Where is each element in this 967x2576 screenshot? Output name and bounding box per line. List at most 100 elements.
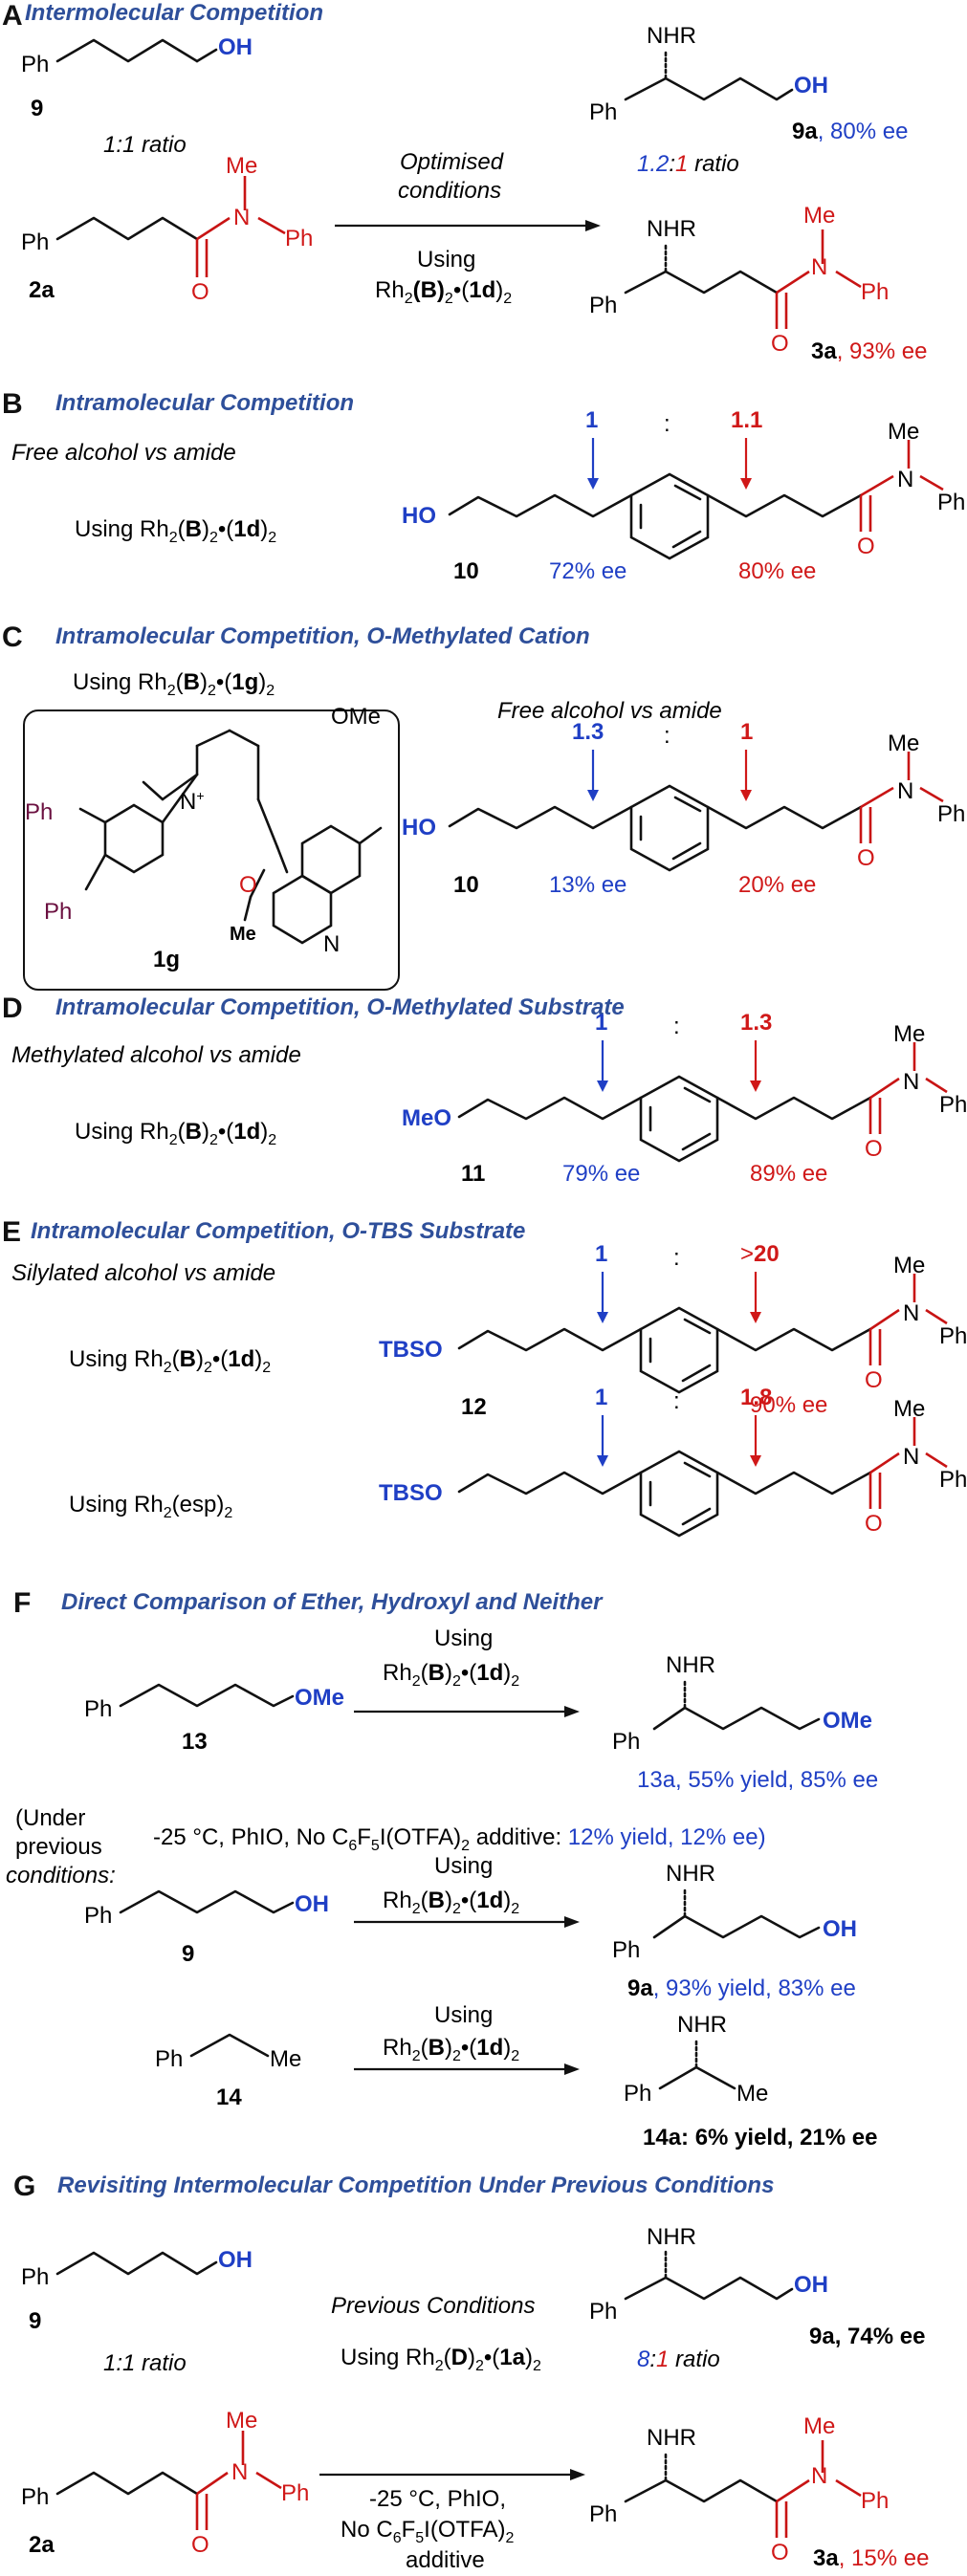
panel-d-catalyst: Using Rh2(B)2•(1d)2 <box>75 1119 277 1148</box>
g-9a-nhr: NHR <box>647 2224 696 2250</box>
panel-e-letter: E <box>2 1216 22 1248</box>
reactant-2a-o: O <box>191 279 209 305</box>
reactant-2a-n: N <box>233 205 251 230</box>
product-3a-ph: Ph <box>589 293 618 318</box>
compound-13-label: 13 <box>182 1729 208 1755</box>
catalyst-1g-box <box>23 709 400 991</box>
amide-o-e2: O <box>865 1511 883 1537</box>
g-9-oh: OH <box>218 2247 253 2273</box>
amide-n-c: N <box>897 778 914 804</box>
f-13a-ome: OMe <box>823 1708 873 1734</box>
selectivity-left-c: 1.3 <box>572 719 604 745</box>
g-9a-result: 9a, 74% ee <box>809 2324 926 2349</box>
selectivity-sep-d: : <box>673 1014 680 1039</box>
compound-2a-label: 2a <box>29 277 55 303</box>
g-9a-oh: OH <box>794 2272 828 2298</box>
g-product-ratio: 8:1 ratio <box>637 2347 720 2372</box>
product-9a-oh: OH <box>794 73 828 98</box>
panel-b-catalyst: Using Rh2(B)2•(1d)2 <box>75 516 277 546</box>
f-compound-9-label: 9 <box>182 1941 195 1967</box>
panel-g-letter: G <box>13 2171 36 2202</box>
substrate-12-skeleton <box>457 1272 948 1538</box>
selectivity-right-e2: 1.8 <box>740 1385 773 1410</box>
amide-n-e2: N <box>903 1444 920 1470</box>
panel-f-title: Direct Comparison of Ether, Hydroxyl and… <box>61 1589 603 1615</box>
ee-left: 72% ee <box>549 558 627 584</box>
panel-d-title: Intramolecular Competition, O-Methylated… <box>55 994 625 1020</box>
g-2a-o: O <box>191 2532 209 2558</box>
amide-n-d: N <box>903 1069 920 1095</box>
amide-me: Me <box>888 419 920 445</box>
f-13a-ph: Ph <box>612 1729 641 1755</box>
substrate-11-meo: MeO <box>402 1105 452 1131</box>
panel-f-skeletons <box>119 1677 821 2090</box>
f-using-3: Using <box>434 2002 494 2028</box>
f-catalyst-3: Rh2(B)2•(1d)2 <box>383 2035 520 2064</box>
selectivity-right-e1: >20 <box>740 1241 780 1267</box>
catalyst-ph-bottom: Ph <box>44 899 73 925</box>
selectivity-left-d: 1 <box>595 1010 608 1036</box>
g-cond-line2: -25 °C, PhIO, <box>369 2486 506 2512</box>
amide-ph-e1: Ph <box>939 1323 967 1349</box>
ee-right-c: 20% ee <box>738 872 817 898</box>
ee-right-d: 89% ee <box>750 1161 828 1187</box>
selectivity-sep-e1: : <box>673 1245 680 1271</box>
substrate-10-ho: HO <box>402 503 436 529</box>
panel-b-letter: B <box>2 388 23 420</box>
ee-left-d: 79% ee <box>562 1161 641 1187</box>
reactant-9-ph: Ph <box>21 52 50 77</box>
ee-left-c: 13% ee <box>549 872 627 898</box>
amide-ph-c: Ph <box>937 801 966 827</box>
f-prev-2: previous <box>15 1834 102 1860</box>
f-prev-3: conditions: <box>6 1863 116 1888</box>
reactant-2a-me: Me <box>226 153 258 179</box>
ratio-left: 1:1 ratio <box>103 132 187 158</box>
amide-o-d: O <box>865 1136 883 1162</box>
amide-n: N <box>897 467 914 492</box>
g-3a-ph: Ph <box>589 2501 618 2527</box>
g-3a-o: O <box>771 2540 789 2565</box>
f-9a-ph: Ph <box>612 1937 641 1963</box>
g-2a-ph-n: Ph <box>281 2480 310 2506</box>
panel-b-subtitle: Free alcohol vs amide <box>11 440 236 466</box>
reactant-9-oh: OH <box>218 34 253 60</box>
g-3a-me: Me <box>803 2413 836 2439</box>
amide-me-d: Me <box>893 1021 926 1047</box>
catalyst-ome: OMe <box>331 704 382 730</box>
f-9-oh: OH <box>295 1891 329 1917</box>
selectivity-left: 1 <box>585 407 599 433</box>
f-prev-1: (Under <box>15 1805 86 1831</box>
g-ratio-left: 1:1 ratio <box>103 2350 187 2376</box>
catalyst-o: O <box>239 872 257 898</box>
compound-14-label: 14 <box>216 2085 242 2110</box>
g-catalyst: Using Rh2(D)2•(1a)2 <box>341 2345 541 2374</box>
selectivity-right: 1.1 <box>731 407 763 433</box>
amide-o: O <box>857 534 875 559</box>
compound-10-label: 10 <box>453 558 479 584</box>
f-9a-nhr: NHR <box>666 1861 715 1887</box>
g-3a-ph-n: Ph <box>861 2488 890 2514</box>
g-3a-result: 3a, 15% ee <box>813 2545 930 2571</box>
product-3a-o: O <box>771 331 789 357</box>
f-using-2: Using <box>434 1853 494 1879</box>
amide-o-e1: O <box>865 1367 883 1393</box>
g-3a-n: N <box>811 2463 828 2489</box>
g-9a-ph: Ph <box>589 2299 618 2325</box>
compound-11-label: 11 <box>461 1161 486 1187</box>
g-previous-conditions: Previous Conditions <box>331 2293 536 2319</box>
selectivity-left-e1: 1 <box>595 1241 608 1267</box>
g-9-ph: Ph <box>21 2264 50 2290</box>
panel-e-catalyst-2: Using Rh2(esp)2 <box>69 1492 233 1521</box>
g-compound-9-label: 9 <box>29 2308 42 2334</box>
panel-e-catalyst-1: Using Rh2(B)2•(1d)2 <box>69 1346 272 1376</box>
selectivity-sep-e2: : <box>673 1388 680 1414</box>
f-13-ph: Ph <box>84 1696 113 1722</box>
product-3a-label: 3a, 93% ee <box>811 338 928 364</box>
product-3a-ph-n: Ph <box>861 279 890 305</box>
f-9a-result: 9a, 93% yield, 83% ee <box>627 1976 856 2001</box>
compound-9-label: 9 <box>31 96 44 121</box>
ee-right: 80% ee <box>738 558 817 584</box>
panel-g-title: Revisiting Intermolecular Competition Un… <box>57 2172 775 2198</box>
selectivity-sep-c: : <box>664 723 670 749</box>
